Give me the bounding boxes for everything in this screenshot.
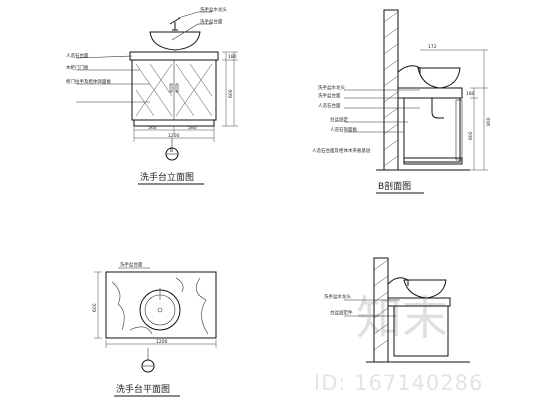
plan-marble-veins — [111, 277, 209, 335]
plan-view: 洗手盆台面 1200 600 洗手台平面图 — [92, 261, 217, 397]
detail-view: 洗手盆水龙头 台盆固定件 — [324, 257, 470, 363]
door-handle-right — [175, 83, 179, 93]
basin-bowl — [149, 31, 201, 51]
section-dim-d2: 600 — [468, 131, 474, 140]
section-callout-facing: 人造石饰面板 — [330, 126, 357, 133]
watermark-id: ID: 167140286 — [314, 371, 483, 395]
elevation-title: 洗手台立面图 — [140, 171, 194, 183]
countertop — [129, 51, 219, 61]
section-callout-faucet: 洗手盆水龙头 — [318, 84, 345, 91]
plan-drain — [157, 307, 163, 313]
detail-wall-hatch — [373, 259, 389, 351]
detail-leaders — [344, 299, 400, 317]
dim-left-width: 560 — [148, 125, 157, 131]
section-title: B剖面图 — [378, 180, 411, 192]
section-basin — [417, 67, 461, 89]
door-handle-left — [169, 83, 173, 93]
section-countertop — [397, 87, 463, 99]
callout-handle: 柜门拉手及柜体饰面板 — [66, 78, 111, 85]
plan-dim-width: 1200 — [156, 339, 168, 345]
section-dim-d1: 180 — [466, 91, 475, 97]
elevation-leaders — [75, 11, 212, 103]
callout-basin: 洗手盆台面 — [200, 18, 223, 25]
watermark-brand: 知末 — [356, 291, 448, 345]
detail-cabinet — [393, 305, 449, 357]
section-door-panel — [455, 99, 463, 161]
detail-callout-faucet: 洗手盆水龙头 — [324, 293, 351, 300]
elevation-view: 洗手盆水龙头 洗手盆台面 人造石台面 木柜门门板 柜门拉手及柜体饰面板 180 … — [66, 6, 238, 185]
detail-callout-fix: 台盆固定件 — [330, 309, 353, 316]
section-dim-total: 800 — [486, 117, 492, 126]
dim-height-a: 180 — [228, 54, 237, 60]
section-callout-basin: 洗手盆台面 — [318, 92, 341, 99]
callout-door-panel: 木柜门门板 — [66, 64, 89, 71]
callout-faucet: 洗手盆水龙头 — [200, 6, 227, 13]
plan-dim-depth: 600 — [92, 303, 98, 312]
wall-faucet-icon — [397, 65, 421, 74]
section-callout-countertop: 人造石台面 — [318, 102, 341, 109]
dim-right-width: 580 — [188, 125, 197, 131]
plan-title: 洗手台平面图 — [116, 383, 170, 395]
cabinet-hatch — [135, 63, 213, 117]
plan-dims — [94, 271, 217, 348]
elevation-horizontal-dims — [133, 126, 215, 142]
faucet-icon — [169, 17, 181, 31]
dim-total-width: 1200 — [168, 133, 180, 139]
elevation-vertical-dims — [222, 51, 238, 127]
section-plinth — [403, 157, 463, 165]
section-dim-top: 172 — [428, 44, 437, 50]
section-bottom-note: 人造石台面及柜体木夹板基层 — [312, 147, 371, 154]
cabinet-plinth — [133, 119, 215, 127]
section-vertical-dims — [420, 49, 488, 171]
section-callout-basin-fix: 台盆固定 — [330, 116, 348, 123]
section-cabinet — [403, 97, 461, 163]
drain-trap — [431, 98, 444, 119]
section-leaders — [344, 89, 420, 133]
plan-callout: 洗手盆台面 — [120, 261, 143, 268]
section-marker-letter: B — [170, 148, 173, 154]
plan-countertop-outline — [105, 271, 217, 339]
wall-hatch — [383, 11, 399, 167]
dim-height-b: 600 — [228, 89, 234, 98]
callout-countertop: 人造石台面 — [66, 52, 89, 59]
section-b-view: 洗手盆水龙头 洗手盆台面 人造石台面 台盆固定 人造石饰面板 人造石台面及柜体木… — [312, 9, 492, 194]
